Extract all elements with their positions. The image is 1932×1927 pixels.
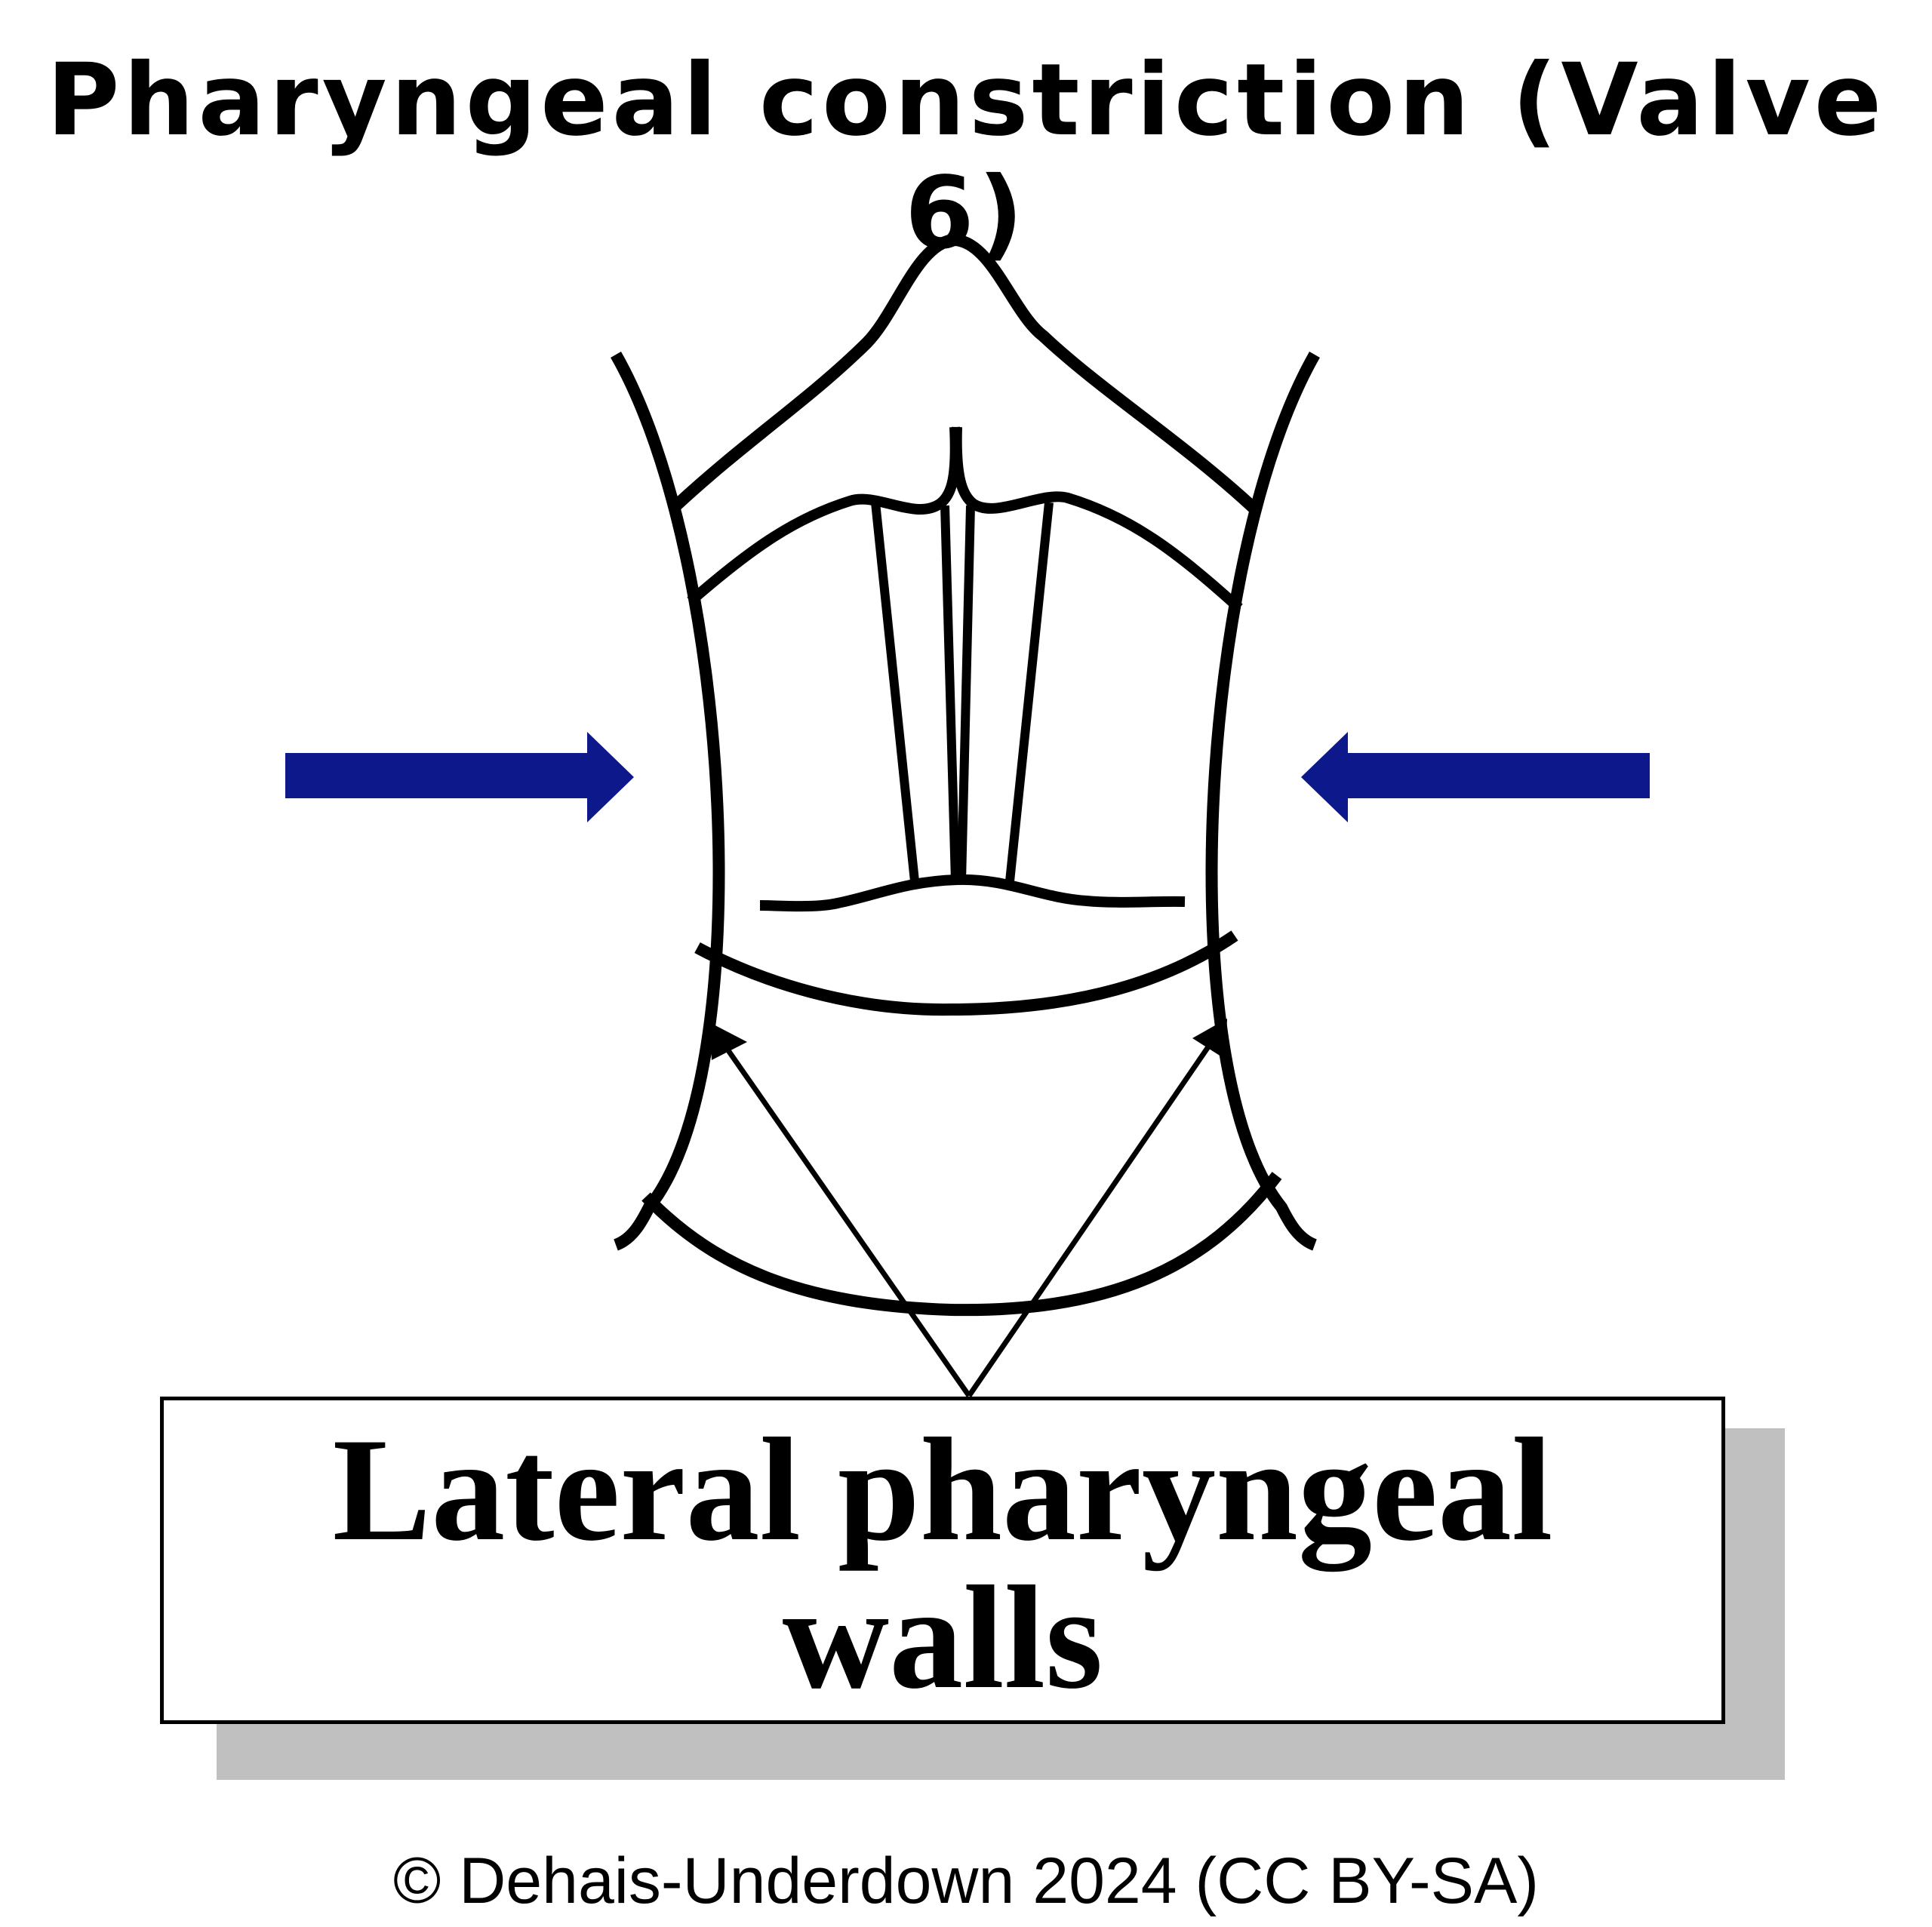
right-pointer-arrowhead xyxy=(1192,1019,1227,1059)
label-box: Lateral pharyngeal walls xyxy=(160,1397,1725,1724)
structure-label: Lateral pharyngeal walls xyxy=(332,1408,1553,1720)
lower-contour xyxy=(641,1172,1282,1317)
left-constriction-arrow xyxy=(285,732,634,822)
aryepiglottic-fold-right xyxy=(951,426,1243,613)
glottal-base xyxy=(759,874,1186,912)
diagram-title: Pharyngeal constriction (Valve 6) xyxy=(46,42,1886,272)
left-vocal-fold xyxy=(871,502,919,882)
epiglottis-outline xyxy=(672,234,1260,515)
right-vocal-fold xyxy=(1005,502,1054,882)
left-inner-vocal-fold xyxy=(940,505,960,882)
right-constriction-arrow xyxy=(1301,732,1650,822)
copyright-credit: © Dehais-Underdown 2024 (CC BY-SA) xyxy=(392,1845,1540,1917)
left-pointer-arrowhead xyxy=(709,1022,747,1060)
left-pointer-line xyxy=(724,1045,971,1398)
aryepiglottic-fold xyxy=(687,426,961,606)
right-pointer-line xyxy=(967,1044,1211,1397)
middle-contour xyxy=(694,930,1238,1016)
right-inner-vocal-fold xyxy=(957,505,975,882)
